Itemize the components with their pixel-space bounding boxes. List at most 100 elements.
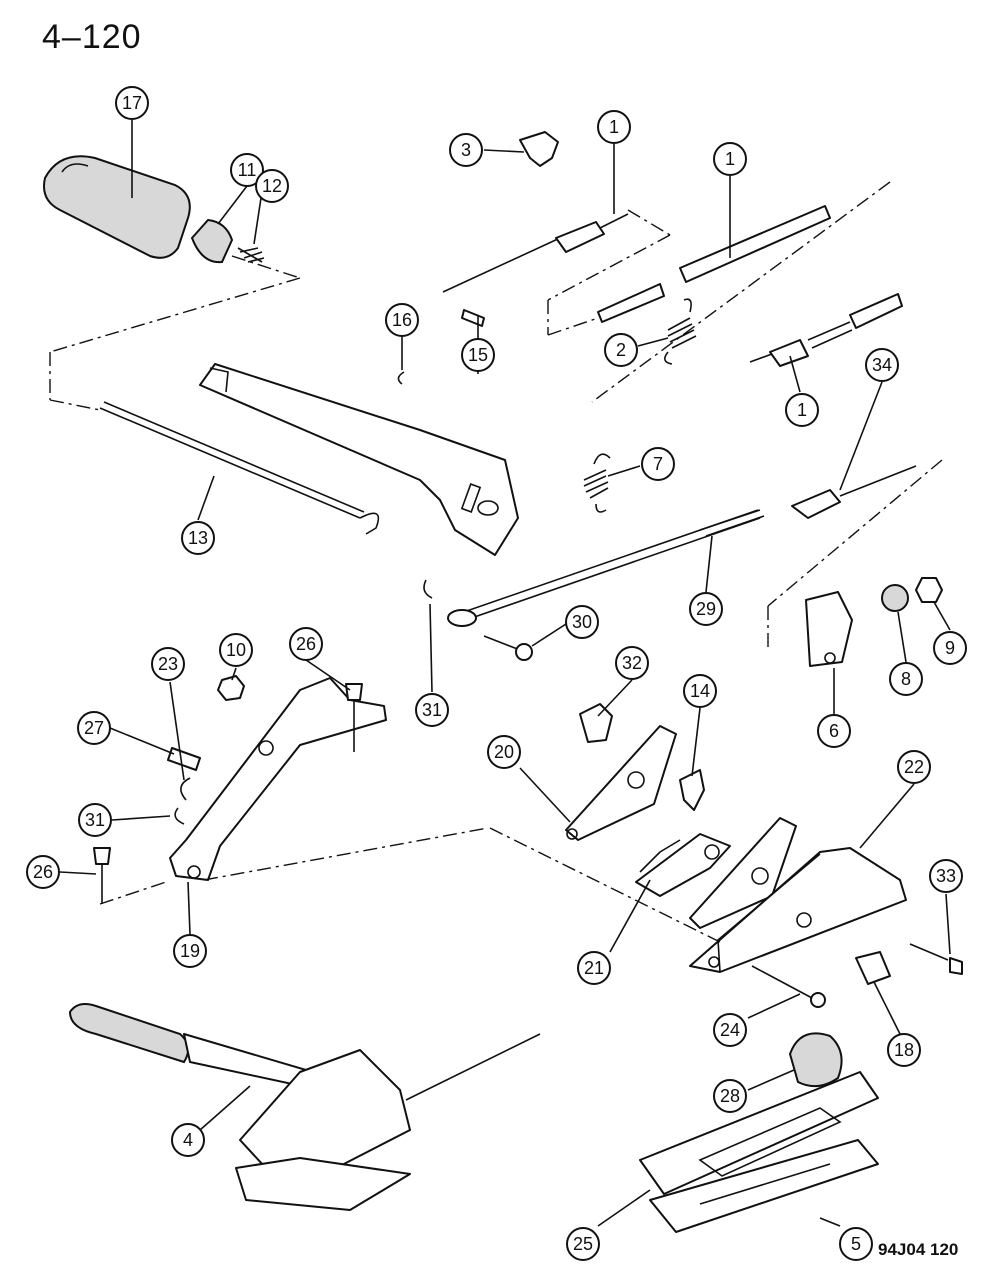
- adjuster-nut-part: [881, 584, 909, 612]
- svg-text:8: 8: [901, 669, 911, 689]
- pivot-pin-part: [461, 309, 485, 327]
- ratchet-plate-outer-part: [565, 725, 677, 841]
- callout-30: 30: [565, 605, 599, 639]
- svg-text:29: 29: [696, 599, 716, 619]
- mounting-bolt-upper-part: [345, 683, 363, 752]
- svg-text:20: 20: [494, 742, 514, 762]
- retaining-ring-part: [180, 777, 191, 801]
- front-cable-part: [442, 209, 671, 301]
- clevis-pin-part: [483, 635, 533, 661]
- svg-text:23: 23: [158, 654, 178, 674]
- svg-text:1: 1: [725, 149, 735, 169]
- svg-text:12: 12: [262, 176, 282, 196]
- svg-text:4: 4: [183, 1130, 193, 1150]
- mounting-bolt-lower-part: [93, 847, 111, 904]
- reference-code: 94J04 120: [878, 1240, 959, 1259]
- return-spring-part: [664, 298, 697, 365]
- svg-text:1: 1: [609, 117, 619, 137]
- svg-text:7: 7: [653, 454, 663, 474]
- callout-2: 2: [604, 333, 638, 367]
- callout-25: 25: [566, 1227, 600, 1261]
- pivot-bushing-part: [167, 747, 201, 771]
- callout-19: 19: [173, 934, 207, 968]
- lever-spring-part: [583, 453, 611, 513]
- callout-1-c: 1: [785, 393, 819, 427]
- svg-text:9: 9: [945, 638, 955, 658]
- equalizer-bracket-part: [805, 591, 853, 667]
- svg-text:30: 30: [572, 612, 592, 632]
- lock-ring-part: [174, 807, 185, 825]
- lever-arm-part: [199, 363, 519, 556]
- callout-31-b: 31: [78, 803, 112, 837]
- equalizer-rod-part: [447, 459, 943, 652]
- svg-text:10: 10: [226, 640, 246, 660]
- ratchet-sector-part: [635, 833, 731, 897]
- svg-text:33: 33: [936, 866, 956, 886]
- svg-text:15: 15: [468, 345, 488, 365]
- callout-22: 22: [897, 750, 931, 784]
- hand-grip-part: [43, 155, 191, 259]
- callout-20: 20: [487, 735, 521, 769]
- svg-text:31: 31: [422, 700, 442, 720]
- svg-text:22: 22: [904, 757, 924, 777]
- callout-3: 3: [449, 133, 483, 167]
- lever-housing-part: [489, 827, 907, 973]
- svg-text:21: 21: [584, 958, 604, 978]
- callout-26-a: 26: [289, 627, 323, 661]
- retainer-clip-part: [397, 371, 405, 385]
- release-knob-part: [190, 218, 234, 264]
- callout-1-a: 1: [597, 110, 631, 144]
- callout-5: 5: [839, 1227, 873, 1261]
- release-button-part: [855, 951, 891, 985]
- parking-brake-assembly-part: [68, 1003, 541, 1211]
- page-number: 4–120: [42, 18, 142, 56]
- cable-tube-part: [547, 181, 891, 403]
- callout-32: 32: [615, 646, 649, 680]
- callout-14: 14: [683, 674, 717, 708]
- callout-10: 10: [219, 633, 253, 667]
- svg-text:19: 19: [180, 941, 200, 961]
- ratchet-plate-inner-part: [689, 817, 797, 929]
- callout-26-b: 26: [26, 855, 60, 889]
- svg-text:2: 2: [616, 340, 626, 360]
- leader-lines: [59, 120, 951, 1227]
- lever-boot-part: [788, 1032, 843, 1088]
- callout-21: 21: [577, 951, 611, 985]
- release-rod-part: [49, 255, 380, 535]
- svg-text:31: 31: [85, 810, 105, 830]
- callout-17: 17: [115, 86, 149, 120]
- callout-1-b: 1: [713, 142, 747, 176]
- lever-base-left-part: [99, 677, 489, 905]
- svg-text:5: 5: [851, 1234, 861, 1254]
- svg-text:32: 32: [622, 653, 642, 673]
- callout-16: 16: [385, 303, 419, 337]
- callout-15: 15: [461, 338, 495, 372]
- svg-text:26: 26: [296, 634, 316, 654]
- e-clip-part: [423, 579, 433, 599]
- callout-31-a: 31: [415, 693, 449, 727]
- svg-text:17: 17: [122, 93, 142, 113]
- knob-spring-part: [237, 247, 265, 263]
- svg-text:18: 18: [894, 1040, 914, 1060]
- callout-27: 27: [77, 711, 111, 745]
- callout-13: 13: [181, 521, 215, 555]
- svg-text:14: 14: [690, 681, 710, 701]
- svg-text:27: 27: [84, 718, 104, 738]
- svg-text:34: 34: [872, 355, 892, 375]
- svg-text:16: 16: [392, 310, 412, 330]
- svg-text:6: 6: [829, 721, 839, 741]
- callout-34: 34: [865, 348, 899, 382]
- callout-4: 4: [171, 1123, 205, 1157]
- callout-23: 23: [151, 647, 185, 681]
- cable-clip-part: [519, 131, 559, 167]
- callout-28: 28: [713, 1079, 747, 1113]
- svg-text:25: 25: [573, 1234, 593, 1254]
- svg-text:24: 24: [720, 1020, 740, 1040]
- cable-adjuster-part: [749, 293, 903, 367]
- svg-text:11: 11: [238, 160, 257, 180]
- svg-text:26: 26: [33, 862, 53, 882]
- callout-11: 11: [230, 153, 264, 187]
- housing-bolt-part: [909, 943, 963, 975]
- seal-gasket-part: [649, 1139, 879, 1233]
